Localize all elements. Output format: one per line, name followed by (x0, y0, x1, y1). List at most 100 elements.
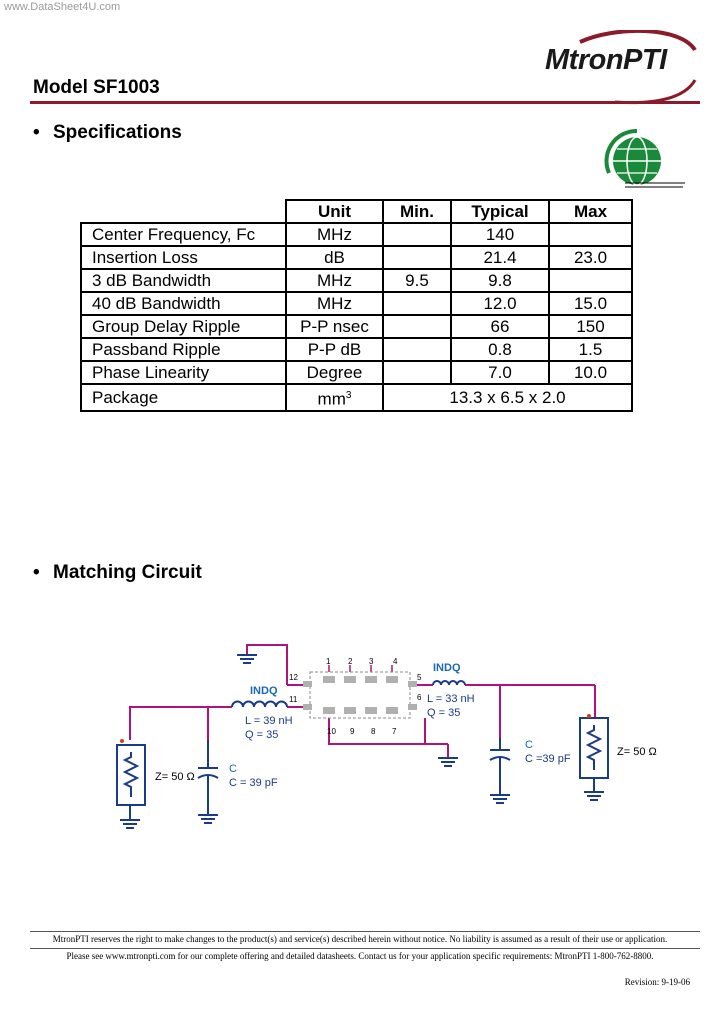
left-cap-value: C = 39 pF (229, 777, 278, 789)
unit-cell: MHz (285, 268, 384, 293)
unit-cell: P-P nsec (285, 314, 384, 339)
table-row: Center Frequency, Fc MHz 140 (80, 222, 633, 247)
pin-label-9: 9 (350, 727, 355, 736)
pin-label-11: 11 (289, 695, 298, 704)
typical-cell: 21.4 (450, 245, 550, 270)
param-cell: Center Frequency, Fc (80, 222, 287, 247)
matching-circuit-diagram: 12 11 1 2 3 4 5 6 10 9 8 7 (116, 644, 657, 829)
typical-cell: 9.8 (450, 268, 550, 293)
right-load-resistor-icon (579, 717, 609, 792)
header-divider (30, 101, 700, 104)
matching-circuit-heading-text: Matching Circuit (53, 562, 202, 583)
typical-cell: 140 (450, 222, 550, 247)
max-cell: 23.0 (548, 245, 633, 270)
right-inductor-q: Q = 35 (427, 707, 460, 719)
param-cell: Phase Linearity (80, 360, 287, 385)
min-cell (382, 291, 452, 316)
min-cell (382, 245, 452, 270)
table-row: Group Delay Ripple P-P nsec 66 150 (80, 314, 633, 339)
table-row: Phase Linearity Degree 7.0 10.0 (80, 360, 633, 385)
specifications-heading: •Specifications (33, 122, 182, 144)
pin-label-7: 7 (392, 727, 397, 736)
table-row: Passband Ripple P-P dB 0.8 1.5 (80, 337, 633, 362)
typical-cell: 66 (450, 314, 550, 339)
page-title: Model SF1003 (33, 77, 160, 98)
table-row: Insertion Loss dB 21.4 23.0 (80, 245, 633, 270)
column-header-min: Min. (382, 199, 452, 224)
package-dimensions-cell: 13.3 x 6.5 x 2.0 (382, 383, 633, 412)
ground-icon (198, 814, 218, 824)
param-cell: Package (80, 383, 287, 412)
mtronpti-logo: MtronPTI (545, 30, 705, 105)
left-inductor-icon (231, 700, 288, 708)
footer-divider (30, 931, 700, 932)
left-inductor-q: Q = 35 (245, 729, 278, 741)
unit-cell: mm3 (285, 383, 384, 412)
unit-cell: P-P dB (285, 337, 384, 362)
max-cell (548, 268, 633, 293)
column-header-max: Max (548, 199, 633, 224)
unit-text: mm (317, 389, 346, 409)
ground-icon (490, 794, 510, 804)
pin-label-1: 1 (326, 657, 331, 666)
unit-cell: dB (285, 245, 384, 270)
table-corner (81, 200, 286, 224)
column-header-unit: Unit (285, 199, 384, 224)
max-cell: 150 (548, 314, 633, 339)
left-source-resistor-icon (116, 744, 146, 820)
param-cell: Group Delay Ripple (80, 314, 287, 339)
left-source-marker (120, 739, 124, 743)
ground-icon (584, 791, 604, 801)
unit-cell: MHz (285, 291, 384, 316)
pin-label-8: 8 (371, 727, 376, 736)
right-inductor-l: L = 33 nH (427, 693, 475, 705)
table-row: 40 dB Bandwidth MHz 12.0 15.0 (80, 291, 633, 316)
max-cell: 10.0 (548, 360, 633, 385)
left-source-label: Z= 50 Ω (155, 771, 195, 783)
logo-text: MtronPTI (545, 44, 667, 76)
right-inductor-name: INDQ (433, 662, 461, 674)
min-cell (382, 337, 452, 362)
typical-cell: 0.8 (450, 337, 550, 362)
table-header-row: Unit Min. Typical Max (81, 199, 633, 224)
footer-disclaimer: MtronPTI reserves the right to make chan… (52, 934, 668, 944)
right-load-marker (587, 714, 591, 718)
footer-contact: Please see www.mtronpti.com for our comp… (66, 951, 654, 961)
ground-icon (120, 819, 140, 829)
max-cell: 15.0 (548, 291, 633, 316)
left-inductor-l: L = 39 nH (245, 715, 293, 727)
min-cell: 9.5 (382, 268, 452, 293)
pin-labels: 12 11 1 2 3 4 5 6 10 9 8 7 (289, 657, 422, 736)
min-cell (382, 314, 452, 339)
matching-circuit-heading: • Matching Circuit (33, 562, 202, 584)
revision-text: Revision: 9-19-06 (624, 977, 690, 987)
bullet: • (33, 562, 40, 583)
param-cell: Insertion Loss (80, 245, 287, 270)
right-inductor-icon (432, 680, 466, 686)
component-labels: Z= 50 Ω C C = 39 pF INDQ L = 39 nH Q = 3… (155, 662, 657, 789)
typical-cell: 12.0 (450, 291, 550, 316)
pin-label-5: 5 (417, 673, 422, 682)
unit-superscript: 3 (345, 390, 352, 401)
pin-label-3: 3 (369, 657, 374, 666)
column-header-typical: Typical (450, 199, 550, 224)
specifications-heading-text: Specifications (53, 122, 182, 143)
max-cell (548, 222, 633, 247)
watermark-text: www.DataSheet4U.com (4, 1, 121, 13)
param-cell: Passband Ripple (80, 337, 287, 362)
param-cell: 3 dB Bandwidth (80, 268, 287, 293)
table-row-package: Package mm3 13.3 x 6.5 x 2.0 (80, 383, 633, 412)
typical-cell: 7.0 (450, 360, 550, 385)
left-cap-name: C (229, 763, 237, 775)
max-cell: 1.5 (548, 337, 633, 362)
rohs-compliant-globe-icon (604, 128, 685, 188)
saw-filter-chip (303, 671, 417, 719)
unit-cell: MHz (285, 222, 384, 247)
pin-label-2: 2 (348, 657, 353, 666)
right-cap-value: C =39 pF (525, 753, 571, 765)
specifications-table: Unit Min. Typical Max Center Frequency, … (80, 199, 633, 412)
right-cap-name: C (525, 739, 533, 751)
footer-divider (30, 948, 700, 949)
table-row: 3 dB Bandwidth MHz 9.5 9.8 (80, 268, 633, 293)
pin-label-10: 10 (327, 727, 336, 736)
